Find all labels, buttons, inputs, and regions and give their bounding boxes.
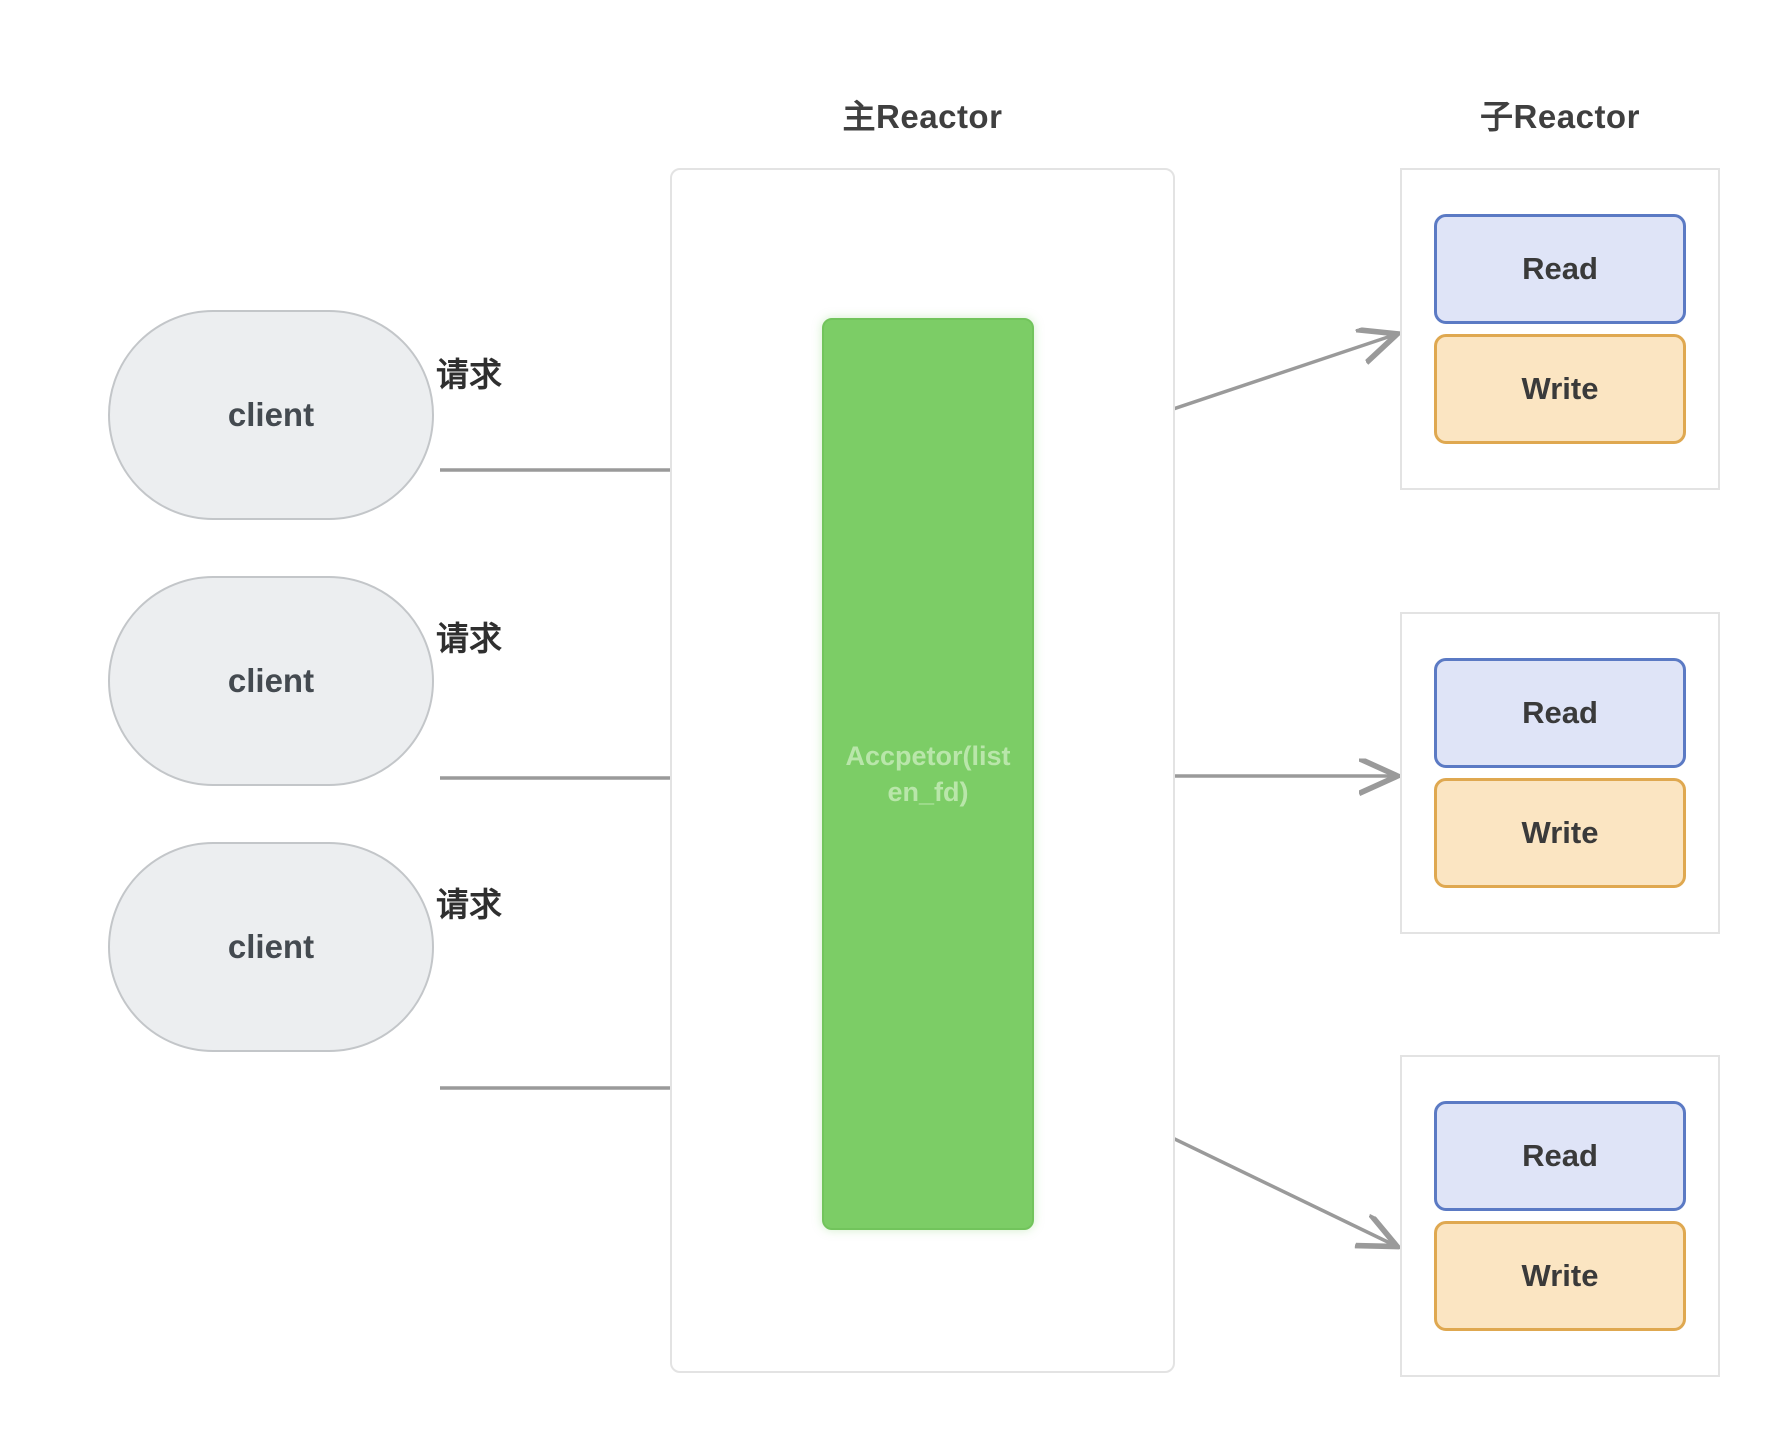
read-handler-box[interactable]: Read — [1434, 214, 1686, 324]
read-handler-box[interactable]: Read — [1434, 1101, 1686, 1211]
acceptor-label: Accpetor(listen_fd) — [845, 740, 1011, 807]
client-node-3[interactable]: client — [108, 842, 434, 1052]
main-reactor-title: 主Reactor — [842, 98, 1003, 135]
read-handler-box[interactable]: Read — [1434, 658, 1686, 768]
write-handler-box[interactable]: Write — [1434, 1221, 1686, 1331]
write-handler-box[interactable]: Write — [1434, 334, 1686, 444]
request-label-2: 请求 — [436, 620, 502, 657]
client-node-1[interactable]: client — [108, 310, 434, 520]
request-label-1: 请求 — [436, 356, 502, 393]
write-handler-box[interactable]: Write — [1434, 778, 1686, 888]
client-label: client — [227, 928, 315, 965]
request-label-3: 请求 — [436, 886, 502, 923]
client-label: client — [227, 396, 315, 433]
sub-reactor-title: 子Reactor — [1480, 98, 1640, 135]
sub-reactor-container-3: Read Write — [1400, 1055, 1720, 1377]
client-node-2[interactable]: client — [108, 576, 434, 786]
sub-reactor-container-2: Read Write — [1400, 612, 1720, 934]
client-label: client — [227, 662, 315, 699]
acceptor-node[interactable]: Accpetor(listen_fd) — [822, 318, 1034, 1230]
sub-reactor-container-1: Read Write — [1400, 168, 1720, 490]
